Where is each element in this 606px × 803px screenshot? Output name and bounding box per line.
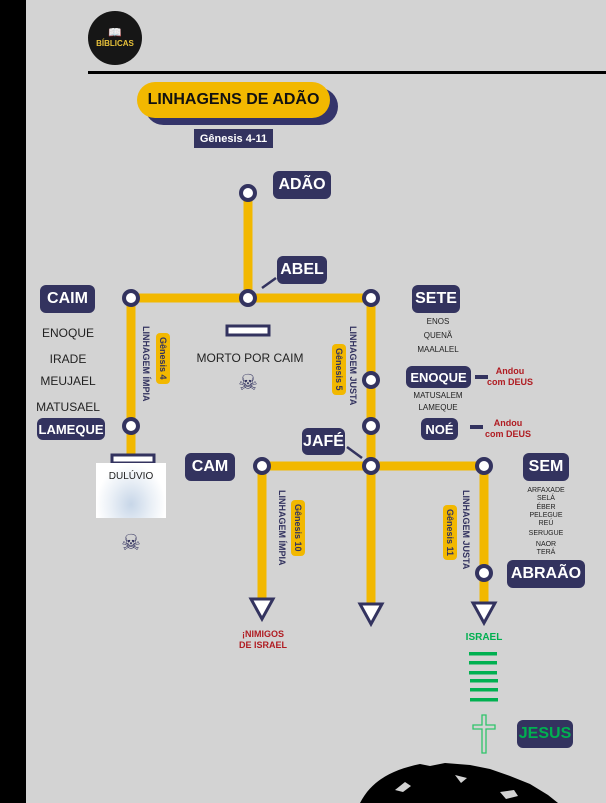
label-abraao: ABRAÃO xyxy=(507,560,585,588)
skull-icon: ☠ xyxy=(121,530,141,555)
israel-label: ISRAEL xyxy=(465,632,503,643)
label-cam: CAM xyxy=(185,453,235,481)
node-adao xyxy=(239,184,257,202)
israel-tribe-bar xyxy=(469,652,497,656)
jafe-connector xyxy=(346,445,363,460)
globe-icon xyxy=(360,763,558,803)
enoque-descendant: LAMEQUE xyxy=(418,403,458,412)
sete-ref-badge: Gênesis 5 xyxy=(332,344,346,395)
label-caim: CAIM xyxy=(40,285,95,313)
cam-line-label: LINHAGEM ÍMPIA xyxy=(277,490,287,566)
node-jafe xyxy=(362,457,380,475)
cam-ref-badge: Gênesis 10 xyxy=(291,500,305,556)
label-enoque: ENOQUE xyxy=(406,366,471,388)
label-jesus: JESUS xyxy=(517,720,573,748)
sete-descendant: QUENÃ xyxy=(423,331,453,340)
caim-descendant: MATUSAEL xyxy=(36,400,100,414)
sem-line-label: LINHAGEM JUSTA xyxy=(461,490,471,570)
header-divider xyxy=(88,71,606,74)
sem-ref-badge: Gênesis 11 xyxy=(443,505,457,561)
sem-arrow-icon xyxy=(470,601,498,627)
left-black-strip xyxy=(0,0,26,803)
jafe-arrow-icon xyxy=(357,602,385,628)
label-sete: SETE xyxy=(412,285,460,313)
sete-descendant: MAALALEL xyxy=(417,345,459,354)
sem-descendants: ARFAXADE SELÁ ÉBER PELEGUE REÚ SERUGUE N… xyxy=(527,487,565,557)
flood-label: DULÚVIO xyxy=(108,471,154,482)
israel-tribe-bar xyxy=(470,698,498,702)
node-abel xyxy=(239,289,257,307)
label-abel: ABEL xyxy=(277,256,327,284)
caim-descendant: IRADE xyxy=(49,352,87,366)
logo: 📖 BÍBLICAS xyxy=(88,11,142,65)
caim-line-label: LINHAGEM ÍMPIA xyxy=(141,326,151,402)
israel-tribe-bar xyxy=(469,661,497,665)
caim-descendant: MEUJAEL xyxy=(40,374,96,388)
label-sem: SEM xyxy=(523,453,569,481)
cam-arrow-icon xyxy=(248,597,276,623)
node-noe xyxy=(362,417,380,435)
label-jafe: JAFÉ xyxy=(302,428,345,455)
flood-image: DULÚVIO xyxy=(96,463,166,518)
enoque-dash xyxy=(475,375,488,379)
logo-text: BÍBLICAS xyxy=(96,39,134,48)
sete-descendant: ENOS xyxy=(426,317,450,326)
israel-tribe-bar xyxy=(470,688,498,692)
node-cam xyxy=(253,457,271,475)
caim-end-bar xyxy=(110,453,156,465)
caim-ref-badge: Gênesis 4 xyxy=(156,333,170,384)
israel-tribe-bar xyxy=(470,679,498,683)
abel-fate: MORTO POR CAIM xyxy=(196,351,304,365)
cross-icon xyxy=(472,714,496,754)
label-noe: NOÉ xyxy=(421,418,458,440)
page-title: LINHAGENS DE ADÃO xyxy=(137,82,330,118)
caim-descendant: ENOQUE xyxy=(41,326,95,340)
node-lameque xyxy=(122,417,140,435)
node-abraao xyxy=(475,564,493,582)
label-adao: ADÃO xyxy=(273,171,331,199)
skull-icon: ☠ xyxy=(238,370,258,395)
node-enoque xyxy=(362,371,380,389)
label-lameque: LAMEQUE xyxy=(37,418,105,440)
abel-end-bar xyxy=(225,324,271,337)
reference-badge: Gênesis 4-11 xyxy=(194,129,273,148)
node-caim xyxy=(122,289,140,307)
sete-line-label: LINHAGEM JUSTA xyxy=(348,326,358,406)
open-book-icon: 📖 xyxy=(108,27,122,39)
node-sete xyxy=(362,289,380,307)
node-sem xyxy=(475,457,493,475)
abel-connector xyxy=(261,276,277,290)
noe-dash xyxy=(470,425,483,429)
enoque-descendant: MATUSALEM xyxy=(413,391,463,400)
israel-tribe-bar xyxy=(469,671,497,675)
